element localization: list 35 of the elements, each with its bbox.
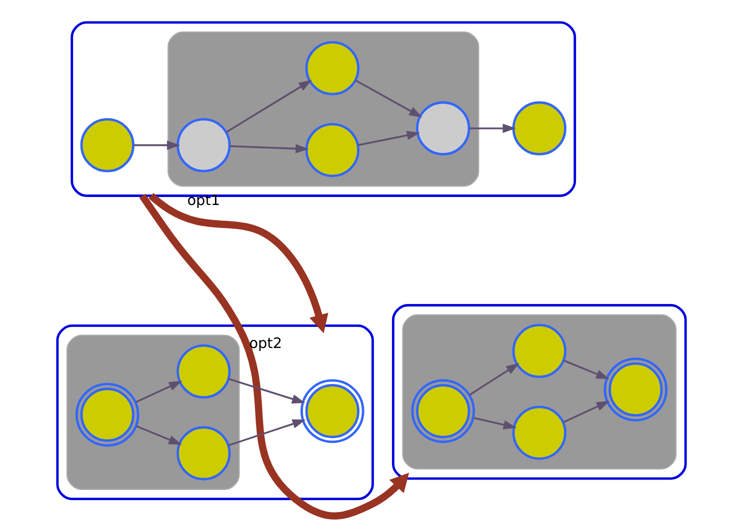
- cluster: [56, 324, 374, 500]
- node-circle: [80, 118, 134, 172]
- node-circle: [300, 379, 364, 444]
- node-circle: [411, 379, 475, 444]
- cluster: [402, 314, 677, 470]
- node-circle: [416, 101, 470, 156]
- node-circle: [512, 406, 566, 460]
- edge-label: opt2: [249, 336, 282, 352]
- arrow: [135, 380, 182, 404]
- arrow: [563, 360, 610, 380]
- arrow: [562, 400, 610, 424]
- node-circle: [305, 41, 360, 96]
- node-circle: [176, 426, 231, 480]
- arrow: [136, 425, 182, 445]
- edge-label: opt1: [187, 192, 220, 209]
- arrow: [228, 419, 306, 446]
- node-circle: [305, 122, 360, 178]
- cluster: [392, 304, 687, 480]
- arrow: [473, 416, 517, 430]
- node-circle: [176, 118, 231, 172]
- arrow: [229, 144, 309, 154]
- arrow: [355, 80, 422, 118]
- arrow: [358, 130, 420, 146]
- arrow: [468, 363, 520, 396]
- node-circle: [512, 324, 566, 378]
- arrow: [226, 80, 312, 133]
- cluster: [66, 334, 240, 490]
- node-circle: [512, 101, 566, 156]
- node-circle: [176, 344, 231, 398]
- node-circle: [75, 382, 140, 447]
- node-circle: [604, 358, 668, 422]
- arrow: [139, 194, 410, 520]
- arrow: [469, 124, 516, 133]
- arrow: [148, 193, 328, 334]
- arrow: [134, 140, 180, 150]
